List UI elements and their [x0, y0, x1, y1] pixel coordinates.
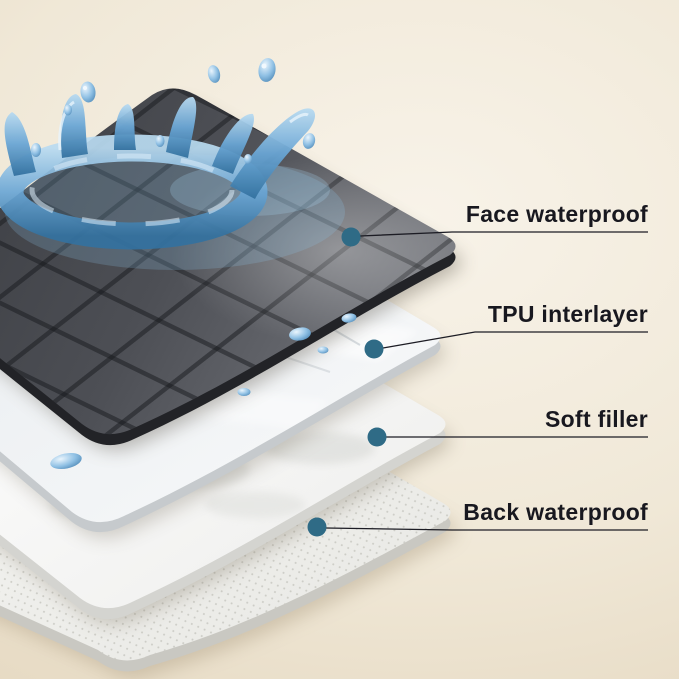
fluff-blob [205, 492, 305, 518]
tpu-interlayer-label: TPU interlayer [487, 301, 648, 327]
splash-ring-highlight [29, 153, 235, 227]
tpu-interlayer-callout-line [382, 331, 648, 349]
splash-highlight [58, 100, 75, 151]
callout-markers [307, 227, 387, 537]
back-waterproof-label: Back waterproof [463, 499, 648, 525]
soft-filler-label: Soft filler [545, 406, 648, 432]
water-droplet [50, 452, 82, 470]
water-droplet [155, 135, 165, 147]
water-droplet [80, 81, 96, 103]
droplet-highlight [83, 86, 87, 90]
callout-lines [325, 231, 648, 531]
water-droplet [31, 143, 41, 157]
splash-spike [114, 104, 136, 150]
water-droplet [244, 154, 252, 164]
splash-spike [166, 96, 197, 158]
tpu-interlayer-marker [364, 339, 384, 359]
water-droplet [341, 313, 357, 323]
splash-spike [212, 113, 254, 174]
water-droplet [207, 65, 221, 83]
water-droplet [258, 58, 276, 82]
water-droplet [317, 346, 329, 354]
splash-plume [230, 108, 316, 199]
droplet-highlight [261, 63, 267, 69]
water-droplet [237, 388, 251, 396]
water-droplets-on-layers [50, 313, 357, 470]
splash-highlight [289, 112, 309, 124]
back-waterproof-callout-line [325, 527, 648, 531]
face-waterproof-label: Face waterproof [465, 201, 648, 227]
splash-spike [60, 94, 88, 158]
water-splash-illustration [0, 58, 316, 250]
splash-spikes [4, 94, 316, 199]
water-droplet [289, 327, 311, 341]
face-waterproof-marker [341, 227, 361, 247]
water-droplet [64, 104, 72, 116]
back-waterproof-marker [307, 517, 327, 537]
soft-filler-marker [367, 427, 387, 447]
face-waterproof-callout-line [359, 231, 648, 237]
water-droplet [302, 133, 316, 149]
splash-spike [4, 112, 37, 176]
